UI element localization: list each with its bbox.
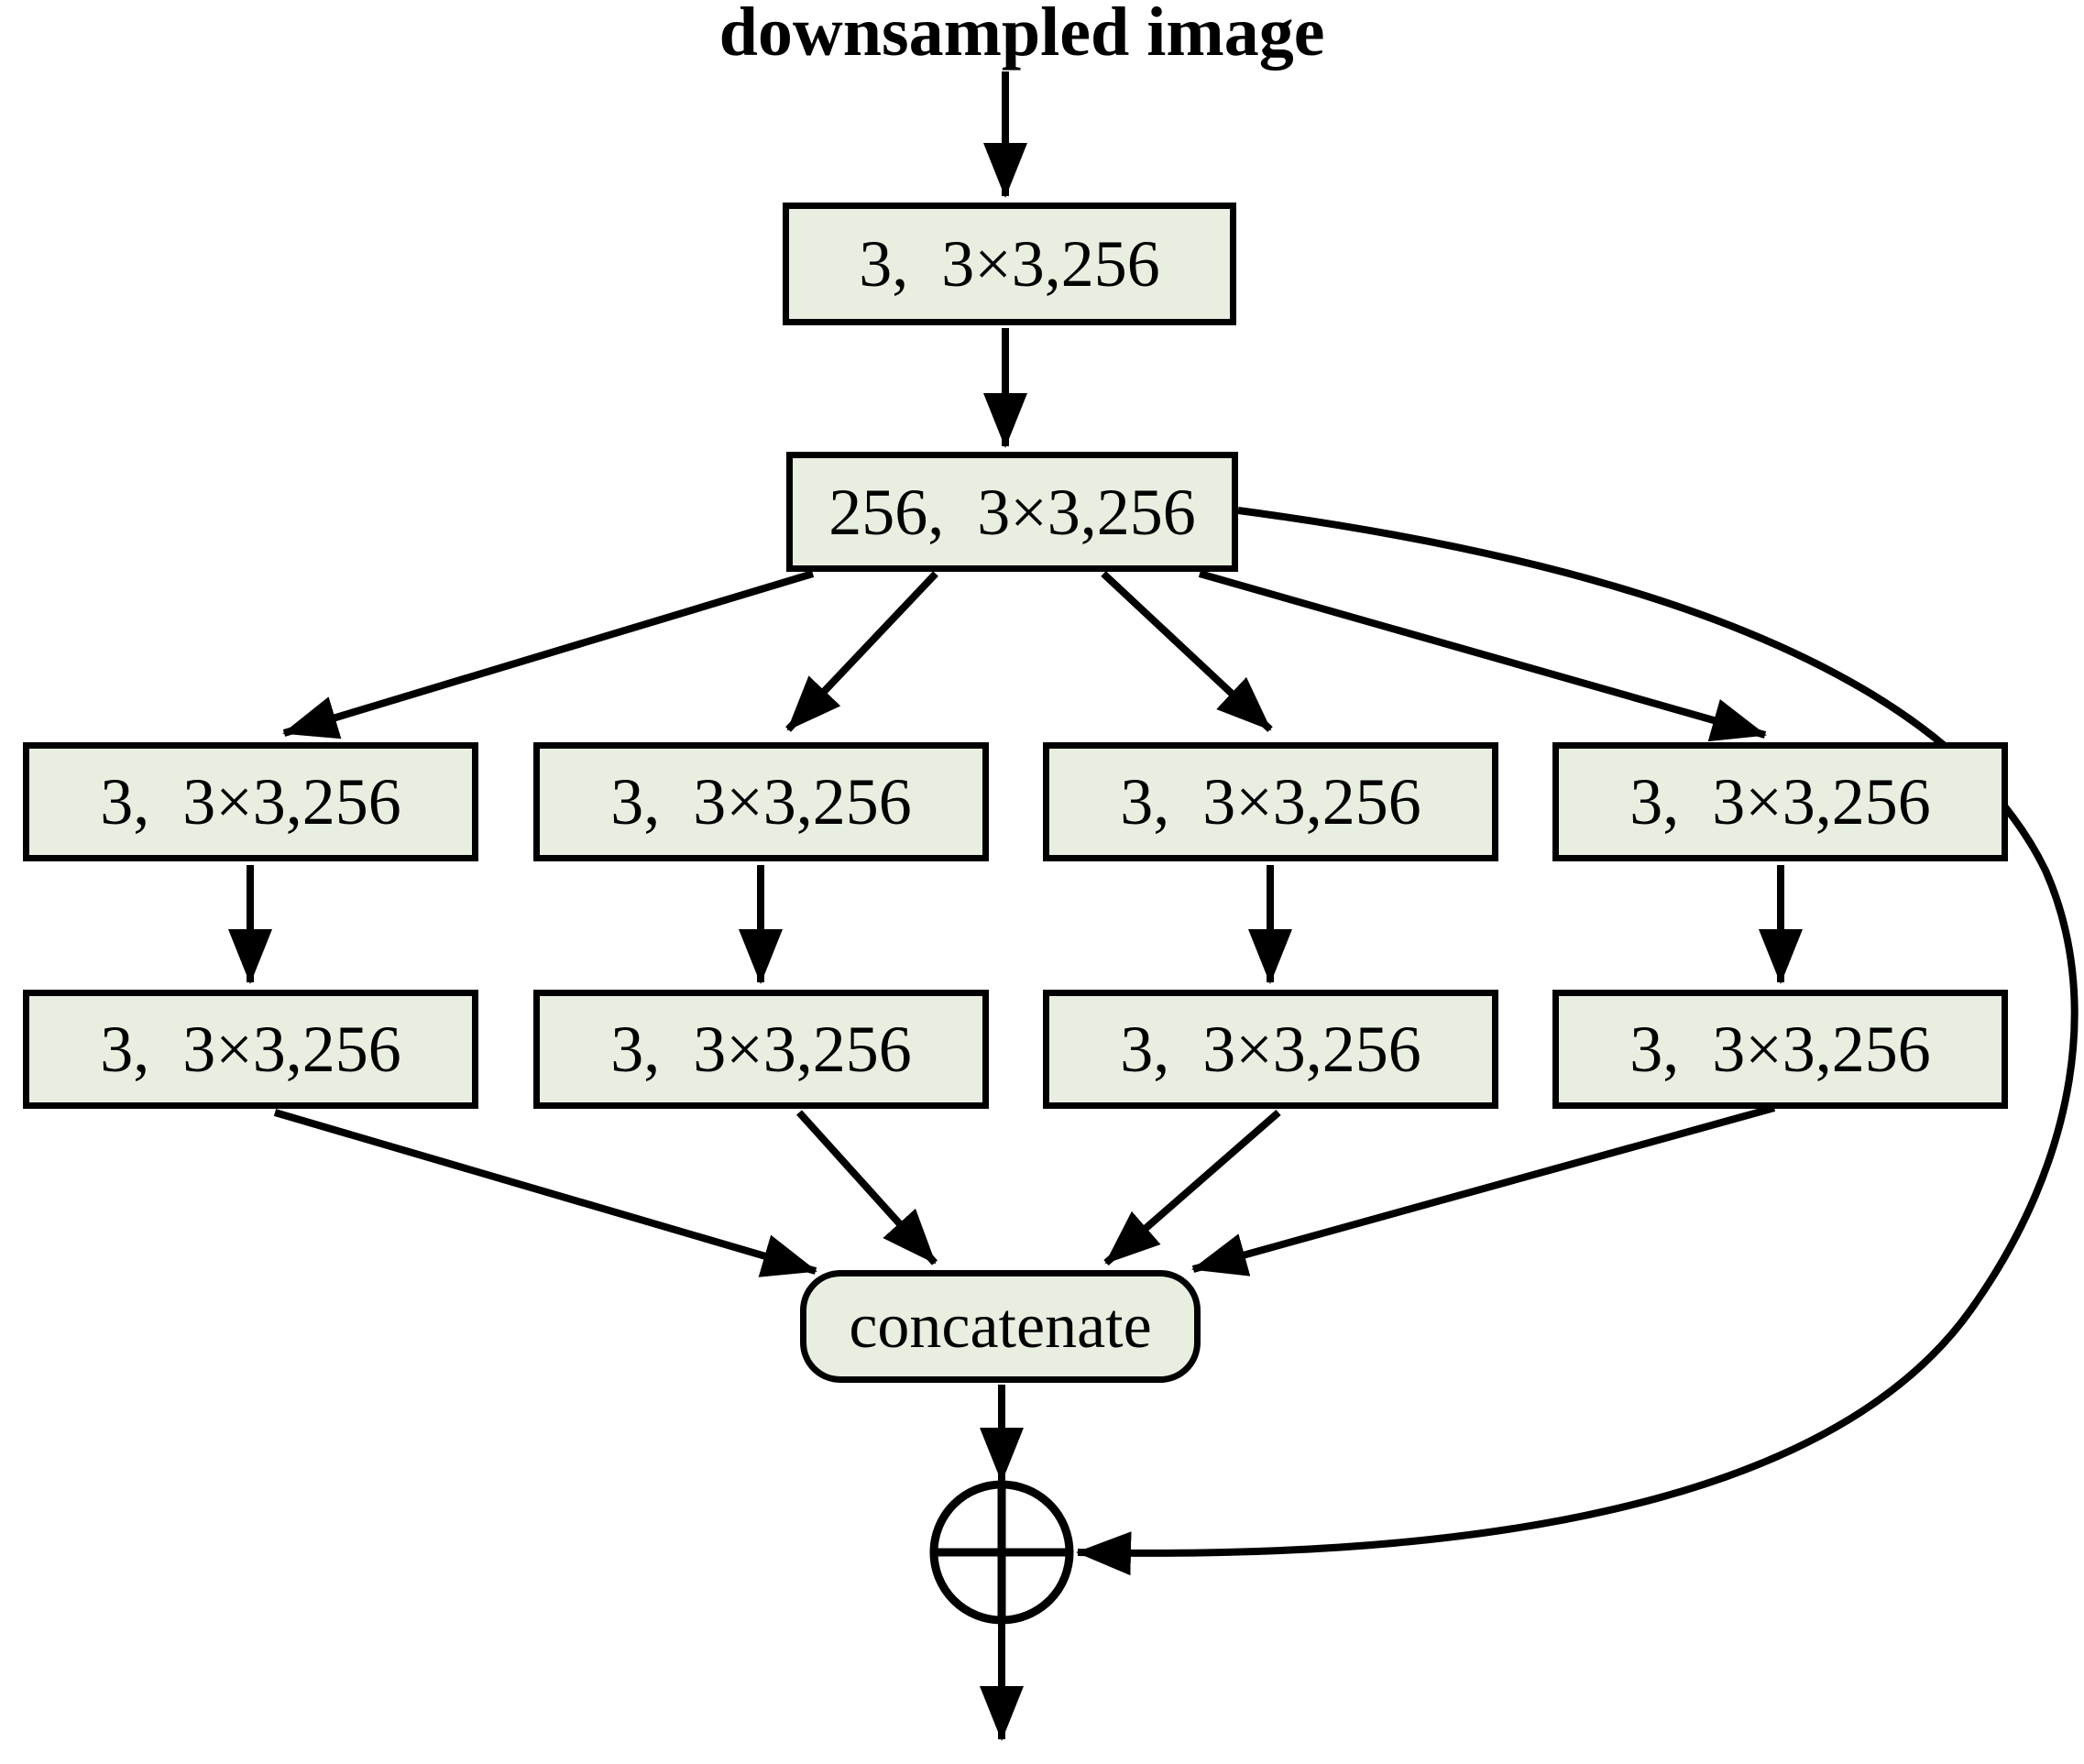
arrow-branch2-to-concat bbox=[796, 1110, 938, 1265]
node-input-conv: 3, 3×3,256 bbox=[783, 203, 1236, 325]
node-branch3-conv-top: 3, 3×3,256 bbox=[1043, 742, 1498, 861]
node-branch2-conv-top: 3, 3×3,256 bbox=[533, 742, 989, 861]
arrow-conv2-to-branch1 bbox=[282, 570, 815, 740]
diagram-title: downsampled image bbox=[718, 0, 1325, 71]
node-branch1-conv-top: 3, 3×3,256 bbox=[23, 742, 478, 861]
node-concatenate: concatenate bbox=[800, 1270, 1201, 1383]
arrow-conv2-to-branch4 bbox=[1198, 570, 1767, 742]
node-branch4-conv-bottom: 3, 3×3,256 bbox=[1552, 990, 2008, 1109]
arrow-conv2-to-branch3 bbox=[1101, 571, 1273, 732]
arrow-branch4-to-concat bbox=[1191, 1104, 1776, 1276]
node-expand-conv: 256, 3×3,256 bbox=[786, 452, 1238, 572]
arrow-branch3-to-concat bbox=[1103, 1109, 1281, 1266]
elementwise-add-icon bbox=[929, 1480, 1074, 1625]
node-branch2-conv-bottom: 3, 3×3,256 bbox=[533, 990, 989, 1109]
arrow-branch1-to-concat bbox=[273, 1109, 817, 1277]
arrow-conv2-to-branch2 bbox=[785, 571, 938, 732]
node-branch4-conv-top: 3, 3×3,256 bbox=[1552, 742, 2008, 861]
skip-connection-curve bbox=[1076, 507, 2079, 1576]
node-branch1-conv-bottom: 3, 3×3,256 bbox=[23, 990, 478, 1109]
node-branch3-conv-bottom: 3, 3×3,256 bbox=[1043, 990, 1498, 1109]
